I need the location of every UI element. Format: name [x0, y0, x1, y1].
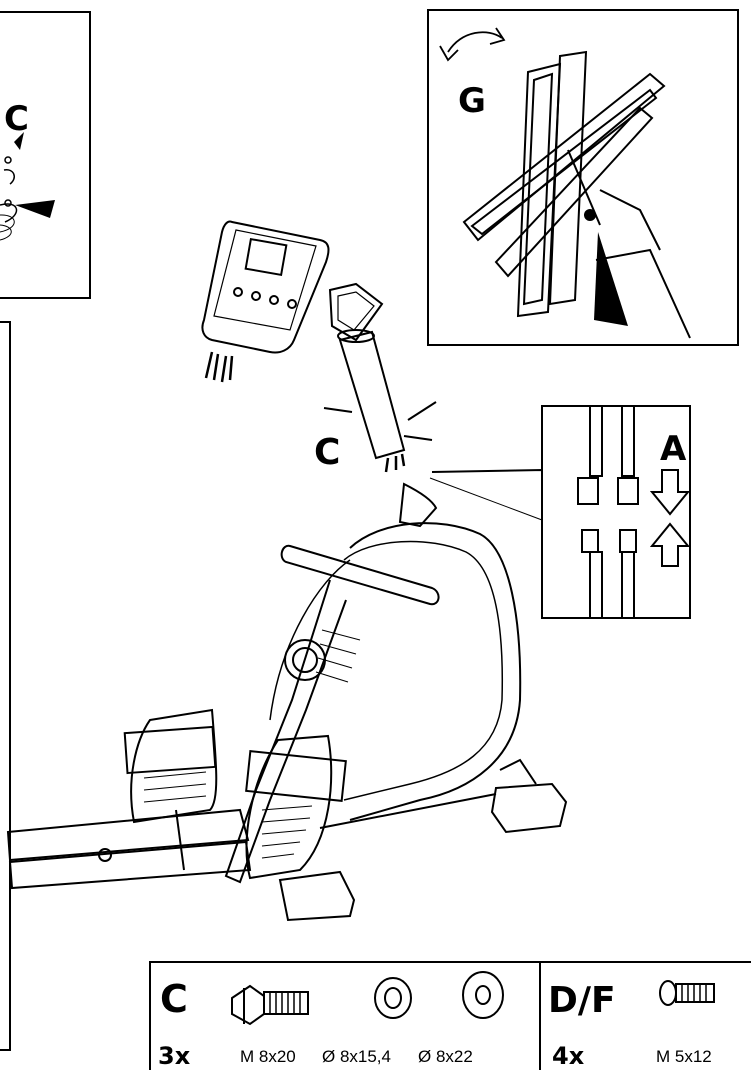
part-group-quantity-C: 3x	[158, 1042, 191, 1070]
pointer-arrow-icon	[15, 200, 55, 218]
callout-label-A: A	[660, 429, 687, 469]
bolt-icon	[231, 984, 309, 1026]
part-group-quantity-DF: 4x	[552, 1042, 585, 1070]
spring-washer-icon	[374, 977, 412, 1019]
left-frame-line	[0, 321, 11, 1051]
detail-box-A	[429, 405, 691, 619]
detail-box-G: G	[427, 9, 739, 346]
rower-frame	[6, 482, 568, 922]
down-arrow-icon	[649, 469, 691, 516]
flat-washer-icon	[462, 971, 504, 1019]
part-spec-screw: M 5x12	[656, 1047, 712, 1066]
part-group-label-C: C	[160, 977, 188, 1021]
parts-table	[149, 961, 751, 1070]
part-spec-spring-washer: Ø 8x15,4	[322, 1047, 391, 1066]
up-arrow-icon	[649, 522, 691, 567]
pointer-arrow-icon	[594, 232, 628, 326]
part-spec-flat-washer: Ø 8x22	[418, 1047, 473, 1066]
screw-icon	[659, 980, 715, 1006]
callout-label-assembly-C: C	[314, 432, 340, 473]
console-mast	[323, 282, 437, 473]
pointer-arrow-icon	[14, 132, 24, 150]
console-unit	[201, 220, 330, 383]
callout-label-G: G	[458, 81, 486, 121]
detail-box-top-left	[0, 11, 91, 299]
rotate-arrow-icon	[439, 27, 506, 62]
callout-label-top-left: C	[4, 99, 29, 139]
part-spec-bolt: M 8x20	[240, 1047, 296, 1066]
part-group-label-DF: D/F	[548, 980, 616, 1021]
